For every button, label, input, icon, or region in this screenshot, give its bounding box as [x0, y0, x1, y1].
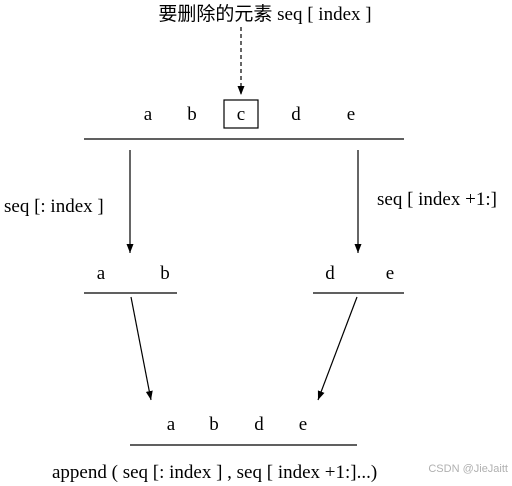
right-slice: d e	[313, 263, 404, 294]
result-letter-d: d	[254, 414, 264, 435]
right-slice-label: seq [ index +1:]	[377, 189, 497, 210]
left-slice: a b	[84, 263, 177, 294]
caption-bottom: append ( seq [: index ] , seq [ index +1…	[52, 462, 377, 483]
original-letter-a: a	[144, 104, 153, 125]
result-letter-b: b	[209, 414, 219, 435]
left-merge-arrow	[130, 296, 153, 401]
original-letter-b: b	[187, 104, 197, 125]
original-letter-c: c	[237, 104, 245, 125]
watermark-text: CSDN @JieJaitt	[428, 463, 508, 475]
right-slice-letter-e: e	[386, 263, 394, 284]
caption-top: 要删除的元素 seq [ index ]	[158, 3, 371, 25]
left-slice-label: seq [: index ]	[4, 196, 104, 217]
right-merge-arrow	[317, 296, 358, 401]
result-letter-e: e	[299, 414, 307, 435]
original-sequence: a b c d e	[84, 99, 404, 140]
result-letter-a: a	[167, 414, 176, 435]
original-letter-e: e	[347, 104, 355, 125]
original-letter-d: d	[291, 104, 301, 125]
right-slice-letter-d: d	[325, 263, 335, 284]
left-slice-letter-b: b	[160, 263, 170, 284]
highlight-box	[223, 99, 259, 129]
left-slice-letter-a: a	[97, 263, 106, 284]
result-sequence: a b d e	[130, 414, 357, 446]
